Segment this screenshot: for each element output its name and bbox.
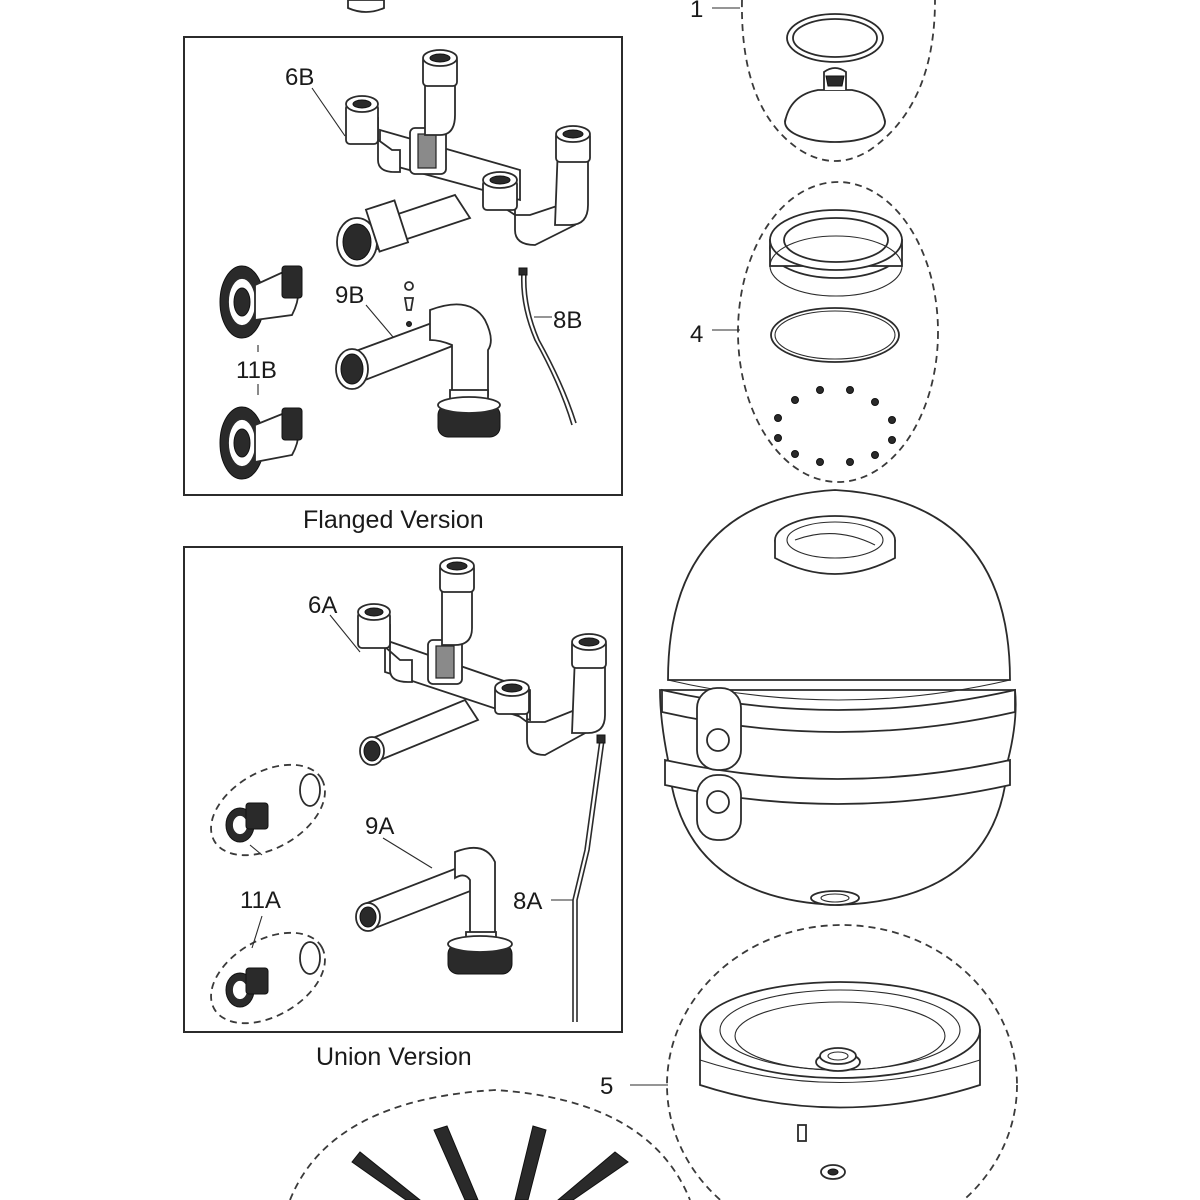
callout-11a: 11A: [240, 887, 281, 914]
laterals-assembly: [289, 1089, 691, 1200]
callout-8a: 8A: [513, 888, 542, 915]
part-4-bolts: [774, 386, 896, 466]
flanged-leaders: [257, 87, 552, 395]
part-6a-manifold: [357, 557, 607, 766]
flanged-version-frame: [183, 36, 623, 496]
part-6b-manifold: [336, 49, 591, 267]
part-11a-union-upper: [210, 763, 326, 857]
part-11a-union-lower: [210, 931, 326, 1025]
part-9b-pipe: [335, 281, 501, 438]
part-8b-tube: [518, 267, 577, 426]
callout-6b: 6B: [285, 64, 314, 91]
part-9a-pipe: [355, 846, 513, 975]
top-fragment-part: [347, 0, 385, 13]
part-1-lid-group: [712, 0, 936, 162]
part-11b-flange-upper: [219, 265, 303, 339]
callout-1: 1: [690, 0, 703, 23]
part-11b-flange-lower: [219, 406, 303, 480]
callout-9b: 9B: [335, 282, 364, 309]
callout-8b: 8B: [553, 307, 582, 334]
part-8a-tube: [572, 734, 606, 1022]
caption-flanged-version: Flanged Version: [303, 506, 484, 534]
union-leaders: [249, 614, 573, 949]
caption-union-version: Union Version: [316, 1043, 472, 1071]
union-version-frame: [183, 546, 623, 1033]
callout-5: 5: [600, 1073, 613, 1100]
callout-6a: 6A: [308, 592, 337, 619]
filter-tank-body: [659, 489, 1017, 906]
part-4-ring-group: [712, 181, 939, 483]
callout-4: 4: [690, 321, 703, 348]
part-5-base-group: [630, 924, 1018, 1200]
callout-9a: 9A: [365, 813, 394, 840]
callout-11b: 11B: [236, 357, 277, 384]
